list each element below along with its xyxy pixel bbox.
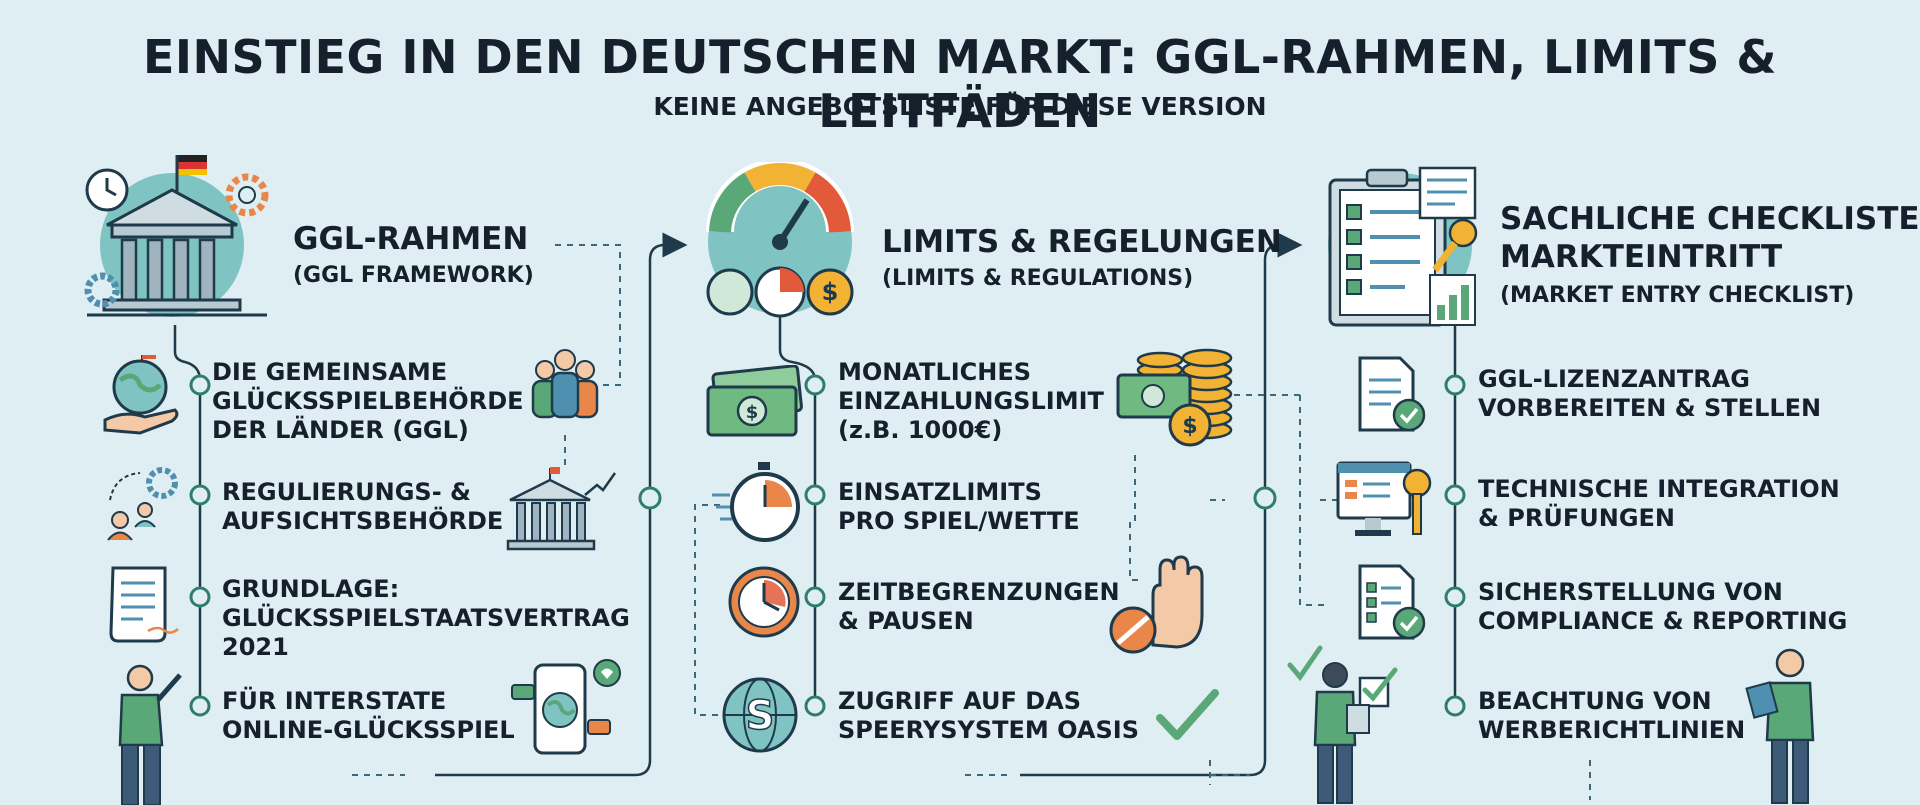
government-building-icon: [84, 155, 269, 317]
smartphone-globe-icon: [511, 659, 621, 755]
gauge-icon: $: [706, 162, 854, 318]
banknote-icon: $: [706, 365, 803, 437]
coins-banknote-icon: $: [1116, 348, 1233, 447]
page-title: EINSTIEG IN DEN DEUTSCHEN MARKT: GGL-RAH…: [142, 30, 1778, 138]
stopwatch-icon: [712, 462, 800, 542]
person-pointing-icon: [118, 664, 182, 805]
arrow-to-col3: [1020, 232, 1303, 777]
people-group-icon: [531, 349, 599, 419]
svg-text:$: $: [822, 278, 839, 306]
clipboard-checklist-icon: [1328, 166, 1478, 327]
monitor-key-icon: [1336, 461, 1432, 536]
checkmark-icon: [1156, 689, 1219, 740]
col1-heading: GGL-RAHMEN: [293, 221, 529, 257]
courthouse-chart-icon: [506, 467, 617, 551]
col2-item-3: ZEITBEGRENZUNGEN& PAUSEN: [838, 578, 1120, 635]
checklist-check-icon: [1358, 564, 1426, 640]
stop-hand-icon: [1109, 555, 1204, 654]
people-cycle-icon: [107, 467, 178, 541]
person-checkmarks-icon: [1287, 645, 1398, 804]
oasis-globe-icon: S: [722, 677, 798, 753]
document-scroll-icon: [109, 566, 179, 643]
arrow-to-col2: [435, 232, 688, 777]
svg-text:S: S: [746, 693, 775, 739]
col2-heading: LIMITS & REGELUNGEN: [882, 224, 1282, 260]
svg-text:$: $: [1182, 414, 1197, 439]
page-subtitle: KEINE ANGEBOTSLISTE FÜR DIESE VERSION: [653, 92, 1267, 121]
col2-subheading: (LIMITS & REGULATIONS): [882, 266, 1194, 291]
col3-subheading: (MARKET ENTRY CHECKLIST): [1500, 283, 1855, 308]
col1-subheading: (GGL FRAMEWORK): [293, 263, 534, 288]
document-check-icon: [1358, 356, 1426, 432]
svg-text:$: $: [746, 402, 759, 423]
globe-hand-icon: [103, 355, 179, 435]
col3-item-2: TECHNISCHE INTEGRATION& PRÜFUNGEN: [1478, 475, 1840, 532]
person-tablet-icon: [1745, 648, 1815, 804]
clock-icon: [728, 566, 800, 638]
col1-item-2: REGULIERUNGS- &AUFSICHTSBEHÖRDE: [222, 478, 504, 535]
